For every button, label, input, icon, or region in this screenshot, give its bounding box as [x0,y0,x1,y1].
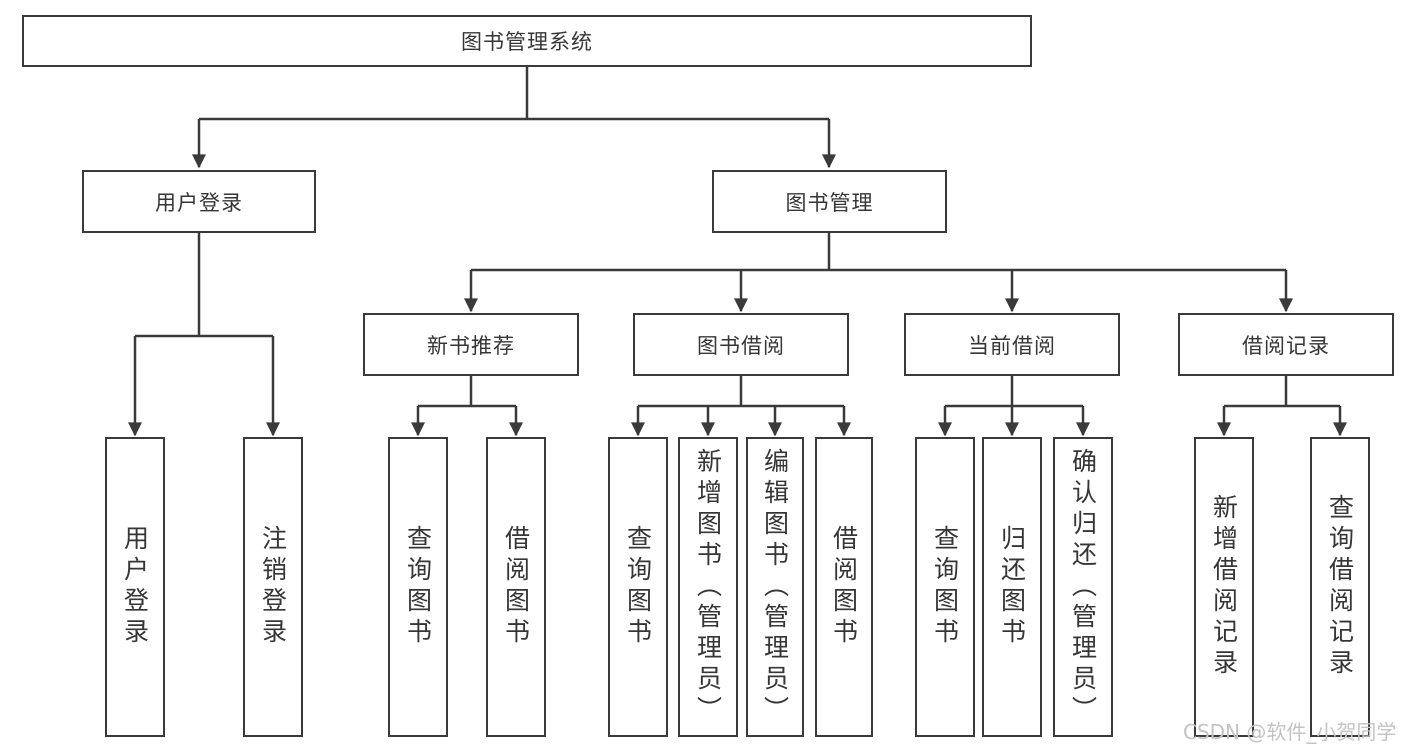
connector-root-to-level2 [192,67,836,169]
connector-book-mgmt-branch [464,233,1293,313]
node-user-login: 用户登录 [82,170,316,233]
node-leaf-user-login: 用户登录 [105,437,165,737]
node-new-book-recommend: 新书推荐 [363,313,579,376]
node-leaf-borrow-book-2: 借阅图书 [815,437,873,737]
node-leaf-query-book-2: 查询图书 [608,437,668,737]
connector-current-borrow-branch [938,376,1090,437]
node-leaf-return-book: 归还图书 [982,437,1042,737]
node-leaf-borrow-book-1: 借阅图书 [486,437,546,737]
connector-borrow-record-branch [1217,376,1347,437]
node-leaf-query-book-1: 查询图书 [388,437,448,737]
connector-book-borrow-branch [631,376,851,437]
connector-new-book-branch [411,376,523,437]
node-leaf-edit-book-admin: 编辑图书（管理员） [746,437,804,737]
node-borrow-record: 借阅记录 [1178,313,1394,376]
node-leaf-query-borrow-record: 查询借阅记录 [1310,437,1370,737]
watermark: CSDN @软件_小贺同学 [1183,720,1397,744]
node-current-borrow: 当前借阅 [904,313,1120,376]
node-leaf-add-book-admin: 新增图书（管理员） [678,437,738,737]
node-root-library-system: 图书管理系统 [22,15,1032,67]
connector-user-login-branch [128,233,280,437]
node-book-borrow: 图书借阅 [633,313,849,376]
node-leaf-logout: 注销登录 [243,437,303,737]
node-book-management: 图书管理 [712,170,947,233]
node-leaf-query-book-3: 查询图书 [915,437,975,737]
node-leaf-add-borrow-record: 新增借阅记录 [1194,437,1254,737]
node-leaf-confirm-return-admin: 确认归还（管理员） [1053,437,1113,737]
